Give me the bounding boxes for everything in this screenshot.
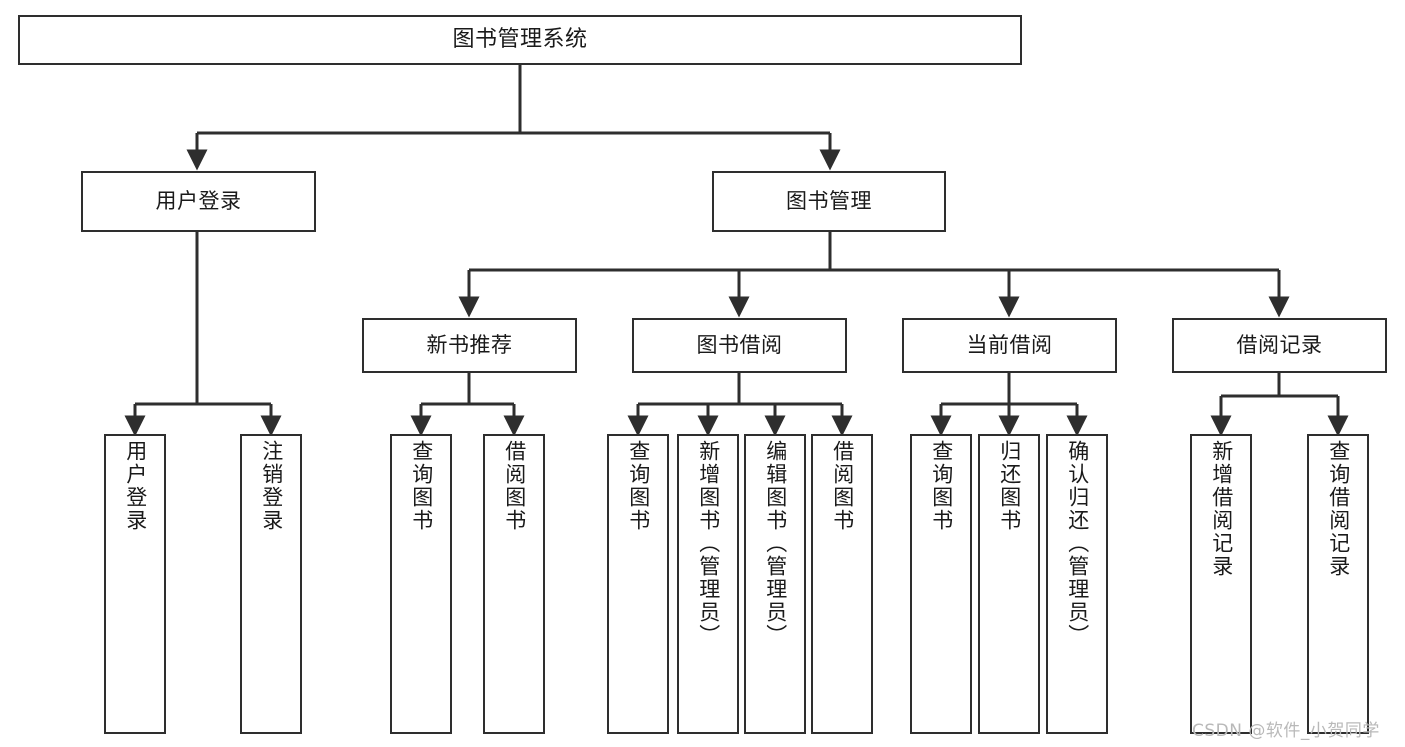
node-leaf-logout-login-label: 注销登录 (259, 440, 284, 532)
node-leaf-query-borrow-record-label: 查询借阅记录 (1326, 440, 1351, 578)
node-leaf-borrow-book-2-label: 借阅图书 (830, 440, 855, 532)
node-leaf-query-book-2[interactable]: 查询图书 (607, 434, 669, 734)
node-leaf-confirm-return-admin[interactable]: 确认归还（管理员） (1046, 434, 1108, 734)
node-leaf-edit-book-admin-label: 编辑图书（管理员） (763, 440, 788, 647)
node-leaf-add-borrow-record[interactable]: 新增借阅记录 (1190, 434, 1252, 734)
node-root[interactable]: 图书管理系统 (18, 15, 1022, 65)
node-new-book-recommend-label: 新书推荐 (426, 333, 513, 358)
node-user-login[interactable]: 用户登录 (81, 171, 316, 232)
node-leaf-query-borrow-record[interactable]: 查询借阅记录 (1307, 434, 1369, 734)
node-leaf-borrow-book-1-label: 借阅图书 (502, 440, 527, 532)
watermark: CSDN @软件_小贺同学 (1192, 721, 1380, 741)
node-leaf-add-borrow-record-label: 新增借阅记录 (1209, 440, 1234, 578)
node-leaf-add-book-admin[interactable]: 新增图书（管理员） (677, 434, 739, 734)
node-leaf-query-book-3[interactable]: 查询图书 (910, 434, 972, 734)
node-book-management[interactable]: 图书管理 (712, 171, 946, 232)
node-leaf-add-book-admin-label: 新增图书（管理员） (696, 440, 721, 647)
node-leaf-return-book-label: 归还图书 (997, 440, 1022, 532)
node-current-borrow[interactable]: 当前借阅 (902, 318, 1117, 373)
node-user-login-label: 用户登录 (155, 189, 242, 214)
node-leaf-edit-book-admin[interactable]: 编辑图书（管理员） (744, 434, 806, 734)
node-book-management-label: 图书管理 (786, 189, 872, 214)
node-leaf-logout-login[interactable]: 注销登录 (240, 434, 302, 734)
node-leaf-query-book-2-label: 查询图书 (626, 440, 651, 532)
node-leaf-user-login[interactable]: 用户登录 (104, 434, 166, 734)
node-leaf-query-book-1-label: 查询图书 (409, 440, 434, 532)
node-borrow-record-label: 借阅记录 (1236, 333, 1323, 358)
node-leaf-query-book-3-label: 查询图书 (929, 440, 954, 532)
node-leaf-return-book[interactable]: 归还图书 (978, 434, 1040, 734)
node-leaf-confirm-return-admin-label: 确认归还（管理员） (1065, 440, 1090, 647)
node-leaf-query-book-1[interactable]: 查询图书 (390, 434, 452, 734)
node-leaf-user-login-label: 用户登录 (123, 440, 148, 532)
node-root-label: 图书管理系统 (452, 27, 588, 53)
node-current-borrow-label: 当前借阅 (966, 333, 1053, 358)
node-borrow-record[interactable]: 借阅记录 (1172, 318, 1387, 373)
node-book-borrow-label: 图书借阅 (696, 333, 783, 358)
node-leaf-borrow-book-1[interactable]: 借阅图书 (483, 434, 545, 734)
node-leaf-borrow-book-2[interactable]: 借阅图书 (811, 434, 873, 734)
node-new-book-recommend[interactable]: 新书推荐 (362, 318, 577, 373)
node-book-borrow[interactable]: 图书借阅 (632, 318, 847, 373)
